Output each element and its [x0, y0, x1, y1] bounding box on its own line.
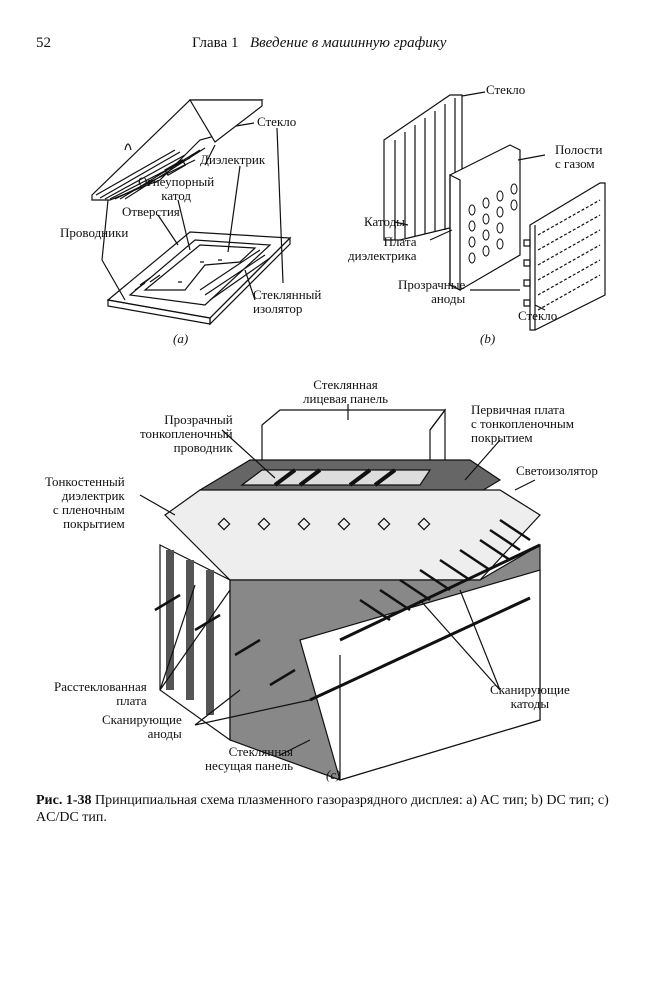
figure-a-sublabel: (a) — [173, 331, 189, 346]
label-b-gas-cavities: Полости с газом — [555, 142, 603, 171]
label-c-devitrified-plate: Расстеклованная плата — [54, 679, 147, 708]
running-header-chapter: Глава 1 — [192, 35, 239, 51]
label-b-glass-top: Стекло — [486, 82, 526, 97]
label-b-transparent-anodes: Прозрачные аноды — [398, 277, 466, 306]
label-c-thin-dielectric: Тонкостенный диэлектрик с пленочным покр… — [45, 474, 125, 531]
figure-c-drawing — [139, 404, 541, 781]
caption-text: Принципиальная схема плазменного газораз… — [36, 793, 609, 825]
running-header-title: Введение в машинную графику — [250, 35, 447, 51]
label-c-transparent-conductor: Прозрачный тонкопленочный проводник — [140, 412, 233, 455]
figure-caption: Рис. 1-38 Принципиальная схема плазменно… — [36, 792, 626, 826]
caption-prefix: Рис. 1-38 — [36, 793, 92, 808]
label-a-holes: Отверстия — [122, 204, 180, 219]
label-c-support-panel: Стеклянная несущая панель — [205, 744, 294, 773]
label-c-scanning-anodes: Сканирующие аноды — [102, 712, 182, 741]
label-a-refractory-cathode: Огнеупорный катод — [138, 174, 215, 203]
label-b-dielectric-plate: Плата диэлектрика — [348, 234, 417, 263]
label-a-conductors: Проводники — [60, 225, 129, 240]
figure-a-drawing — [91, 99, 292, 326]
label-b-cathodes: Катоды — [364, 214, 405, 229]
label-c-primary-plate: Первичная плата с тонкопленочным покрыти… — [471, 402, 574, 445]
label-c-face-panel: Стеклянная лицевая панель — [303, 377, 389, 406]
figure-b-sublabel: (b) — [480, 331, 496, 346]
figure-c-sublabel: (c) — [326, 767, 341, 782]
label-c-scanning-cathodes: Сканирующие катоды — [490, 682, 570, 711]
label-a-dielectric: Диэлектрик — [200, 152, 266, 167]
label-b-glass-bottom: Стекло — [518, 308, 558, 323]
label-a-glass: Стекло — [257, 114, 297, 129]
label-c-light-isolator: Светоизолятор — [516, 463, 598, 478]
label-a-glass-insulator: Стеклянный изолятор — [253, 287, 322, 316]
page-number: 52 — [36, 35, 51, 51]
figure-b-drawing — [383, 91, 606, 331]
